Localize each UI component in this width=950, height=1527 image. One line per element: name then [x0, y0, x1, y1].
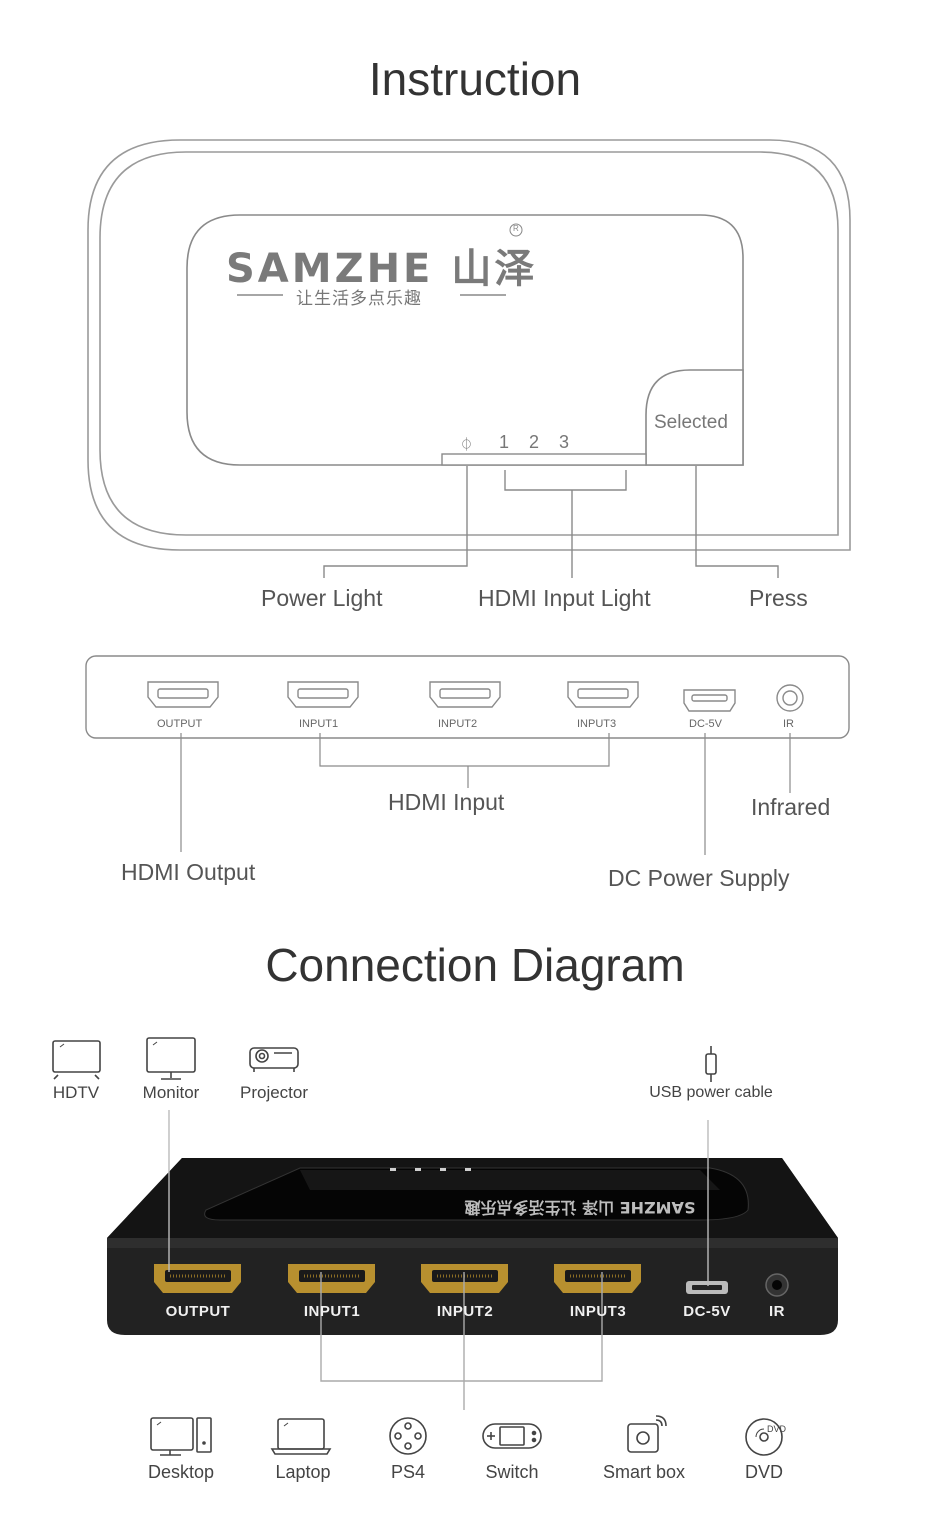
rear-port-input2: INPUT2 — [438, 718, 478, 730]
device-port-dc — [686, 1281, 728, 1294]
rear-port-ir: IR — [783, 718, 794, 730]
led-1: 1 — [499, 432, 510, 452]
device-port-input3 — [554, 1264, 641, 1293]
led-3: 3 — [559, 432, 570, 452]
hdtv-icon — [52, 1040, 101, 1080]
rear-panel-outline — [85, 655, 850, 739]
power-led-icon: ⏀ — [460, 437, 474, 452]
dvd-icon — [745, 1418, 783, 1456]
selected-button: Selected — [654, 412, 728, 433]
led-2: 2 — [529, 432, 540, 452]
rear-port-input3: INPUT3 — [577, 718, 617, 730]
svg-text:SAMZHE 山泽 让生活多点乐趣: SAMZHE 山泽 让生活多点乐趣 — [464, 1198, 696, 1217]
desktop-label: Desktop — [147, 1462, 215, 1482]
usb-cable-icon — [705, 1046, 717, 1082]
press-label: Press — [749, 585, 808, 611]
port-ir-shape — [776, 684, 804, 712]
hdmi-input-bracket — [319, 733, 610, 767]
power-light-label: Power Light — [261, 585, 383, 611]
rear-port-output: OUTPUT — [157, 718, 203, 730]
device-label-input2: INPUT2 — [436, 1303, 494, 1320]
laptop-label: Laptop — [275, 1462, 331, 1482]
hdmi-output-label: HDMI Output — [121, 859, 256, 885]
monitor-label: Monitor — [142, 1083, 200, 1102]
smart-box-label: Smart box — [602, 1462, 686, 1482]
smart-box-icon — [627, 1415, 667, 1453]
monitor-icon — [146, 1037, 196, 1080]
port-input1-shape — [287, 681, 359, 708]
switch-console-icon — [482, 1423, 542, 1449]
switch-device: SAMZHE 山泽 让生活多点乐趣 — [107, 1158, 838, 1335]
device-label-ir: IR — [769, 1303, 785, 1320]
hdtv-label: HDTV — [52, 1083, 100, 1102]
port-output-shape — [147, 681, 219, 708]
registered-mark: R — [513, 224, 519, 233]
ps4-icon — [389, 1417, 427, 1455]
device-label-input1: INPUT1 — [303, 1303, 361, 1320]
usb-power-cable-label: USB power cable — [649, 1084, 773, 1101]
laptop-icon — [270, 1418, 332, 1455]
selected-button-outline — [645, 369, 744, 466]
rear-port-dc: DC-5V — [689, 718, 723, 730]
dc-power-supply-label: DC Power Supply — [608, 865, 790, 891]
dvd-badge: DVD — [767, 1424, 787, 1434]
slogan: 让生活多点乐趣 — [296, 289, 422, 309]
projector-label: Projector — [239, 1083, 309, 1102]
desktop-icon — [150, 1417, 212, 1456]
device-label-dc: DC-5V — [683, 1303, 731, 1320]
port-dc-shape — [683, 689, 736, 712]
dvd-label: DVD — [744, 1462, 783, 1482]
ps4-label: PS4 — [390, 1462, 426, 1482]
port-input3-shape — [567, 681, 639, 708]
input-bracket — [320, 1272, 603, 1382]
switch-label: Switch — [485, 1462, 539, 1482]
top-panel — [186, 214, 744, 466]
device-label-output: OUTPUT — [165, 1303, 231, 1320]
device-port-output — [154, 1264, 241, 1293]
hdmi-input-light-label: HDMI Input Light — [478, 585, 651, 611]
device-port-ir — [765, 1273, 789, 1297]
device-port-input1 — [288, 1264, 375, 1293]
led-bracket — [504, 470, 627, 491]
press-leader — [695, 466, 779, 578]
rear-port-input1: INPUT1 — [299, 718, 339, 730]
hdmi-input-label: HDMI Input — [388, 789, 505, 815]
switch-outline-outer — [87, 139, 851, 551]
switch-outline-inner — [99, 151, 839, 536]
connection-title: Connection Diagram — [265, 939, 685, 991]
port-input2-shape — [429, 681, 501, 708]
power-light-leader — [323, 466, 468, 578]
projector-icon — [249, 1047, 299, 1072]
device-label-input3: INPUT3 — [569, 1303, 627, 1320]
infrared-label: Infrared — [751, 794, 831, 820]
led-strip — [441, 453, 647, 466]
instruction-title: Instruction — [368, 53, 582, 105]
